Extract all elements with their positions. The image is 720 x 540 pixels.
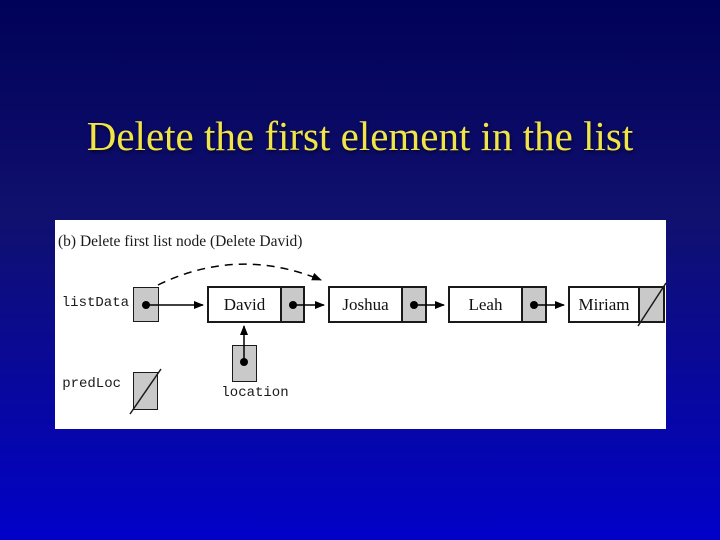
node-data-cell: Joshua [342, 294, 389, 314]
list-node-leah: Leah [448, 286, 547, 323]
list-node-joshua: Joshua [328, 286, 427, 323]
node-pointer-cell [638, 288, 663, 321]
diagram-panel: (b) Delete first list node (Delete David… [55, 220, 666, 429]
location-pointer-box [232, 345, 257, 382]
predloc-label: predLoc [62, 376, 121, 392]
listdata-label: listData [61, 295, 129, 311]
listdata-pointer-box [133, 287, 159, 322]
list-node-miriam: Miriam [568, 286, 665, 323]
node-pointer-cell [401, 288, 425, 321]
node-pointer-cell [280, 288, 303, 321]
list-node-david: David [207, 286, 305, 323]
predloc-pointer-box [133, 372, 158, 410]
node-data-cell: Miriam [578, 294, 630, 314]
location-label: location [221, 385, 289, 401]
slide-title: Delete the first element in the list [86, 113, 634, 159]
node-data-cell: David [223, 294, 266, 314]
figure-caption: (b) Delete first list node (Delete David… [58, 233, 303, 250]
relink-dashed-arc-arrow [157, 263, 322, 286]
node-pointer-cell [521, 288, 545, 321]
node-data-cell: Leah [468, 294, 503, 314]
